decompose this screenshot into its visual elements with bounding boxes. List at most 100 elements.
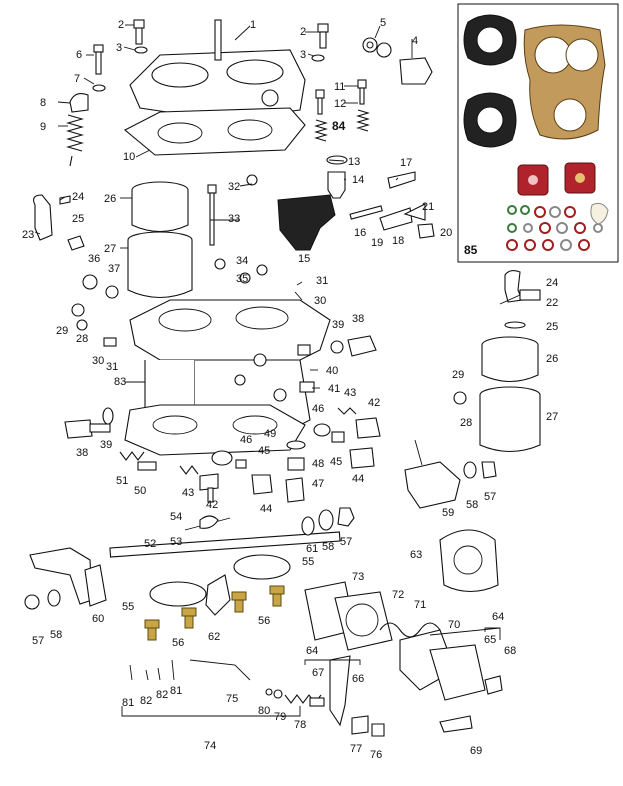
callout-23: 23 (22, 229, 34, 241)
callout-37: 37 (108, 263, 120, 275)
callout-72: 72 (392, 589, 404, 601)
callout-81: 81 (122, 697, 134, 709)
callout-57: 57 (32, 635, 44, 647)
callout-42: 42 (206, 499, 218, 511)
top-cover-gasket-10 (124, 107, 306, 156)
callout-labels: 1 2 2 3 3 4 5 6 7 8 9 10 11 12 13 14 15 … (22, 17, 558, 761)
throttle-plate-55b (233, 554, 291, 580)
callout-58: 58 (322, 541, 334, 553)
callout-26: 26 (104, 193, 116, 205)
callout-79: 79 (274, 711, 286, 723)
callout-38: 38 (76, 447, 88, 459)
callout-15: 15 (298, 253, 310, 265)
needle-valve-14 (327, 171, 346, 199)
callout-63: 63 (410, 549, 422, 561)
callout-20: 20 (440, 227, 452, 239)
callout-5: 5 (380, 17, 386, 29)
kit-label: 85 (464, 243, 478, 257)
callout-53: 53 (170, 536, 182, 548)
callout-16: 16 (354, 227, 366, 239)
callout-8: 8 (40, 97, 46, 109)
callout-80: 80 (258, 705, 270, 717)
callout-83: 83 (114, 376, 126, 388)
jet-screws-56 (144, 585, 285, 641)
callout-9: 9 (40, 121, 46, 133)
callout-27: 27 (546, 411, 558, 423)
throttle-shaft-52 (109, 531, 341, 558)
callout-39: 39 (332, 319, 344, 331)
callout-54: 54 (170, 511, 182, 523)
callout-76: 76 (370, 749, 382, 761)
callout-48: 48 (312, 458, 324, 470)
throttle-plate-55a (149, 581, 207, 607)
callout-56: 56 (258, 615, 270, 627)
callout-46: 46 (312, 403, 324, 415)
pump-cover-63 (439, 529, 499, 593)
gasket-kit-inset: 85 (457, 3, 619, 263)
callout-47: 47 (312, 478, 324, 490)
bracket-64a (304, 659, 361, 665)
callout-78: 78 (294, 719, 306, 731)
callout-2: 2 (118, 19, 124, 31)
callout-2: 2 (300, 26, 306, 38)
callout-27: 27 (104, 243, 116, 255)
callout-19: 19 (371, 237, 383, 249)
throttle-lever-60 (29, 547, 93, 605)
throttle-linkage (24, 439, 497, 641)
callout-26: 26 (546, 353, 558, 365)
lever-59 (404, 461, 461, 509)
callout-52: 52 (144, 538, 156, 550)
callout-10: 10 (123, 151, 135, 163)
callout-58: 58 (50, 629, 62, 641)
callout-81: 81 (170, 685, 182, 697)
accelerator-pump (304, 529, 503, 733)
callout-31: 31 (316, 275, 328, 287)
leader-lines (34, 24, 521, 389)
callout-82: 82 (156, 689, 168, 701)
callout-46: 46 (240, 434, 252, 446)
middle-small-parts (64, 303, 306, 503)
callout-62: 62 (208, 631, 220, 643)
callout-61: 61 (306, 543, 318, 555)
callout-58: 58 (466, 499, 478, 511)
callout-82: 82 (140, 695, 152, 707)
callout-64: 64 (492, 611, 504, 623)
body-top-flange (129, 299, 331, 361)
callout-55: 55 (122, 601, 134, 613)
callout-24: 24 (72, 191, 84, 203)
callout-56: 56 (172, 637, 184, 649)
callout-36: 36 (88, 253, 100, 265)
callout-41: 41 (328, 383, 340, 395)
callout-12: 12 (334, 98, 346, 110)
pump-cover-65 (429, 644, 486, 701)
right-middle-parts (297, 335, 381, 469)
callout-65: 65 (484, 634, 496, 646)
callout-66: 66 (352, 673, 364, 685)
callout-49: 49 (264, 428, 276, 440)
callout-11: 11 (334, 81, 345, 93)
lever-66 (329, 655, 351, 727)
float-15 (277, 194, 336, 251)
small-seals (506, 205, 603, 251)
choke-tube (214, 19, 222, 61)
callout-38: 38 (352, 313, 364, 325)
callout-57: 57 (340, 536, 352, 548)
callout-84: 84 (332, 119, 346, 133)
callout-14: 14 (352, 174, 364, 186)
top-cover-group (65, 19, 435, 251)
callout-45: 45 (330, 456, 342, 468)
left-float-parts (33, 174, 268, 299)
callout-30: 30 (314, 295, 326, 307)
callout-44: 44 (352, 473, 364, 485)
callout-39: 39 (100, 439, 112, 451)
callout-43: 43 (182, 487, 194, 499)
callout-7: 7 (74, 73, 80, 85)
bracket-74 (121, 706, 301, 717)
callout-42: 42 (368, 397, 380, 409)
callout-17: 17 (400, 157, 412, 169)
callout-59: 59 (442, 507, 454, 519)
callout-67: 67 (312, 667, 324, 679)
callout-71: 71 (414, 599, 426, 611)
